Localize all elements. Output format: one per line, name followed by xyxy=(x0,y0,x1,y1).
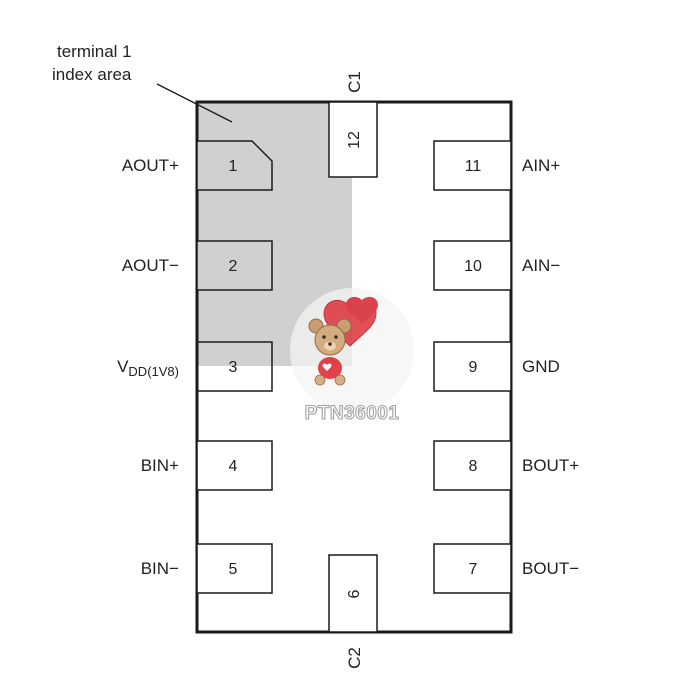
pin-10-pad xyxy=(433,240,512,291)
pin-7-number: 7 xyxy=(469,561,478,578)
pin-1-number: 1 xyxy=(229,158,238,175)
pin-7-name: BOUT− xyxy=(522,559,579,578)
pin-6-pad xyxy=(328,554,378,633)
pin-2-pad xyxy=(196,240,273,291)
pin-10-name: AIN− xyxy=(522,256,560,275)
pin-2-name: AOUT− xyxy=(122,256,179,275)
pin-4-name: BIN+ xyxy=(141,456,179,475)
pin-5-name: BIN− xyxy=(141,559,179,578)
pin-3-name: VDD(1V8) xyxy=(117,357,179,379)
pin-2-number: 2 xyxy=(229,258,238,275)
callout-leader-line xyxy=(156,83,233,123)
pin-12-pad xyxy=(328,101,378,178)
callout-line-1: terminal 1 xyxy=(57,42,132,61)
pin-3-pad xyxy=(196,341,273,392)
vdd-subscript: DD(1V8) xyxy=(128,364,179,379)
pin-8-name: BOUT+ xyxy=(522,456,579,475)
pin-12-number: 12 xyxy=(346,131,363,149)
callout-line-2: index area xyxy=(52,65,132,84)
pin-5-number: 5 xyxy=(229,561,238,578)
pin-5-pad xyxy=(196,543,273,594)
teddy-bear-icon xyxy=(308,296,378,386)
pin-3-number: 3 xyxy=(229,359,238,376)
pin-1-pad xyxy=(196,140,273,191)
pin-9-number: 9 xyxy=(469,359,478,376)
vdd-main: V xyxy=(117,357,129,376)
pin-8-pad xyxy=(433,440,512,491)
pin-8-number: 8 xyxy=(469,458,478,475)
watermark: PTN36001 xyxy=(290,288,414,425)
watermark-text: PTN36001 xyxy=(305,403,400,424)
pin-10-number: 10 xyxy=(464,258,482,275)
pin-4-pad xyxy=(196,440,273,491)
pin-6-number: 6 xyxy=(346,589,363,598)
pin-9-pad xyxy=(433,341,512,392)
pin-1-name: AOUT+ xyxy=(122,156,179,175)
pin-9-name: GND xyxy=(522,357,560,376)
bottom-label-c2: C2 xyxy=(345,647,364,669)
pin-11-number: 11 xyxy=(465,158,482,175)
pin-11-name: AIN+ xyxy=(522,156,560,175)
pin-4-number: 4 xyxy=(229,458,238,475)
pin-11-pad xyxy=(433,140,512,191)
top-label-c1: C1 xyxy=(345,71,364,93)
pin-7-pad xyxy=(433,543,512,594)
